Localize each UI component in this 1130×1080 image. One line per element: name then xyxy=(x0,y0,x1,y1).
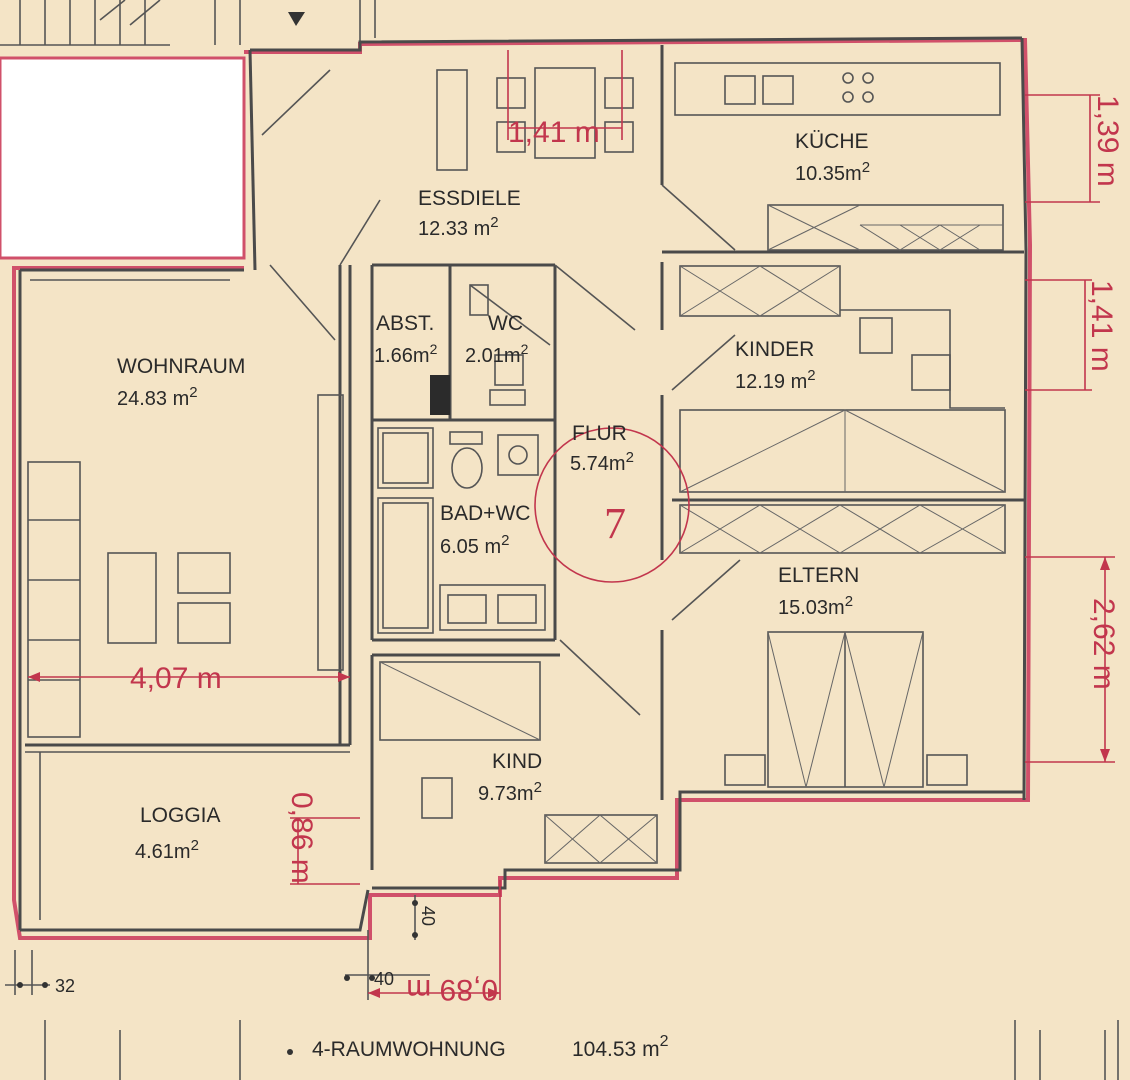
room-eltern: ELTERN 15.03m2 xyxy=(778,564,859,619)
adjacent-structure-bottom xyxy=(5,895,1119,1080)
room-area-bad: 6.05 m2 xyxy=(440,532,510,558)
room-area-kind: 9.73m2 xyxy=(478,779,542,805)
room-name-loggia: LOGGIA xyxy=(140,804,221,827)
room-essdiele: ESSDIELE 12.33 m2 xyxy=(418,187,521,240)
room-area-eltern: 15.03m2 xyxy=(778,593,853,619)
wall-thickness-label-a: 40 xyxy=(418,906,438,926)
dim-essdiele-width: 1,41 m xyxy=(508,116,600,149)
eltern-fixtures xyxy=(679,504,1006,788)
unit-number: 7 xyxy=(604,499,626,548)
room-flur: FLUR 5.74m2 xyxy=(570,422,634,475)
room-name-kind: KIND xyxy=(492,750,542,773)
dim-wohnraum-width: 4,07 m xyxy=(130,662,222,695)
room-name-bad: BAD+WC xyxy=(440,502,530,525)
room-name-kinder: KINDER xyxy=(735,338,814,361)
dim-loggia-door: 0,86 m xyxy=(285,792,318,884)
living-room-furniture xyxy=(27,394,344,738)
room-area-essdiele: 12.33 m2 xyxy=(418,214,499,240)
wall-thickness-label-b: 40 xyxy=(374,969,394,989)
unit-marker-circle xyxy=(534,427,690,583)
room-name-eltern: ELTERN xyxy=(778,564,859,587)
room-area-abst: 1.66m2 xyxy=(374,341,438,367)
adjacent-stair-top xyxy=(0,0,376,46)
wall-thickness-label-c: 32 xyxy=(55,976,75,996)
room-bad: BAD+WC 6.05 m2 xyxy=(440,502,530,558)
room-name-flur: FLUR xyxy=(572,422,627,445)
dim-bottom-wall: 0,89 m xyxy=(406,973,498,1006)
room-kueche: KÜCHE 10.35m2 xyxy=(795,130,870,185)
bathroom-fixtures xyxy=(377,284,546,634)
neighbor-unit-block xyxy=(0,56,246,260)
room-wc: WC 2.01m2 xyxy=(465,312,529,367)
interior-walls xyxy=(25,45,1024,920)
room-area-wohnraum: 24.83 m2 xyxy=(117,384,198,410)
room-area-kueche: 10.35m2 xyxy=(795,159,870,185)
room-area-flur: 5.74m2 xyxy=(570,449,634,475)
room-loggia: LOGGIA 4.61m2 xyxy=(135,804,221,863)
arrow-down-icon xyxy=(288,12,305,26)
room-kinder: KINDER 12.19 m2 xyxy=(735,338,816,393)
room-name-kueche: KÜCHE xyxy=(795,130,869,153)
dim-kinder-window: 1,41 m xyxy=(1085,280,1118,372)
room-abst: ABST. 1.66m2 xyxy=(374,312,438,367)
room-name-wohnraum: WOHNRAUM xyxy=(117,355,245,378)
dimension-lines xyxy=(28,50,1115,1000)
kind-fixtures xyxy=(379,661,658,864)
apartment-total-area: 104.53 m2 xyxy=(572,1033,669,1061)
dim-kueche-window: 1,39 m xyxy=(1091,95,1124,187)
room-kind: KIND 9.73m2 xyxy=(478,750,542,805)
kitchen-fixtures xyxy=(674,62,1004,251)
room-wohnraum: WOHNRAUM 24.83 m2 xyxy=(117,355,245,410)
apartment-type: 4-RAUMWOHNUNG xyxy=(312,1038,506,1061)
room-area-wc: 2.01m2 xyxy=(465,341,529,367)
room-area-loggia: 4.61m2 xyxy=(135,837,199,863)
apartment-boundary xyxy=(12,37,1033,940)
exterior-walls xyxy=(18,36,1028,932)
kinder-fixtures xyxy=(679,265,1006,493)
room-name-wc: WC xyxy=(488,312,523,335)
room-area-kinder: 12.19 m2 xyxy=(735,367,816,393)
room-name-essdiele: ESSDIELE xyxy=(418,187,521,210)
door-swings xyxy=(261,69,741,716)
dining-table xyxy=(436,67,634,171)
plan-footer: 4-RAUMWOHNUNG 104.53 m2 xyxy=(312,1033,669,1061)
room-name-abst: ABST. xyxy=(376,312,434,335)
dim-eltern-window: 2,62 m xyxy=(1087,598,1120,690)
